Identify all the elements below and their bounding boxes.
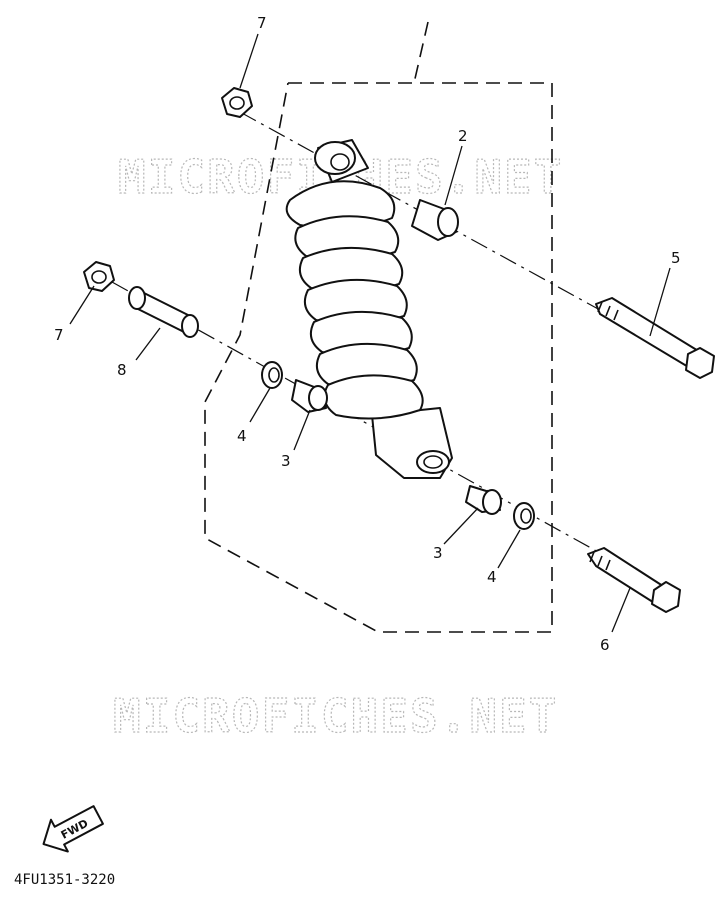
watermark-bottom: MICROFICHES.NET — [113, 689, 558, 743]
callout-4-left: 4 — [237, 427, 247, 445]
callout-8: 8 — [117, 361, 127, 379]
forward-arrow-icon: FWD — [42, 805, 104, 853]
bushing-upper — [411, 199, 459, 241]
callout-7-top: 7 — [257, 14, 267, 32]
bolt-lower — [587, 547, 681, 613]
bolt-upper — [595, 297, 715, 379]
shock-absorber — [285, 139, 453, 479]
callout-leaders — [69, 33, 671, 633]
seal-right — [513, 502, 535, 530]
collar — [128, 286, 199, 338]
assembly-boundary — [204, 21, 553, 633]
callout-7-left: 7 — [54, 326, 64, 344]
callout-4-right: 4 — [487, 568, 497, 586]
callout-5: 5 — [671, 249, 681, 267]
bushing-left — [291, 379, 328, 413]
callout-3-left: 3 — [281, 452, 291, 470]
nut-top — [221, 87, 253, 118]
bushing-right — [465, 485, 502, 515]
drawing-code: 4FU1351-3220 — [14, 872, 115, 888]
callout-3-right: 3 — [433, 544, 443, 562]
callout-2: 2 — [458, 127, 468, 145]
nut-left — [83, 261, 115, 292]
seal-left — [261, 361, 283, 389]
callout-6: 6 — [600, 636, 610, 654]
